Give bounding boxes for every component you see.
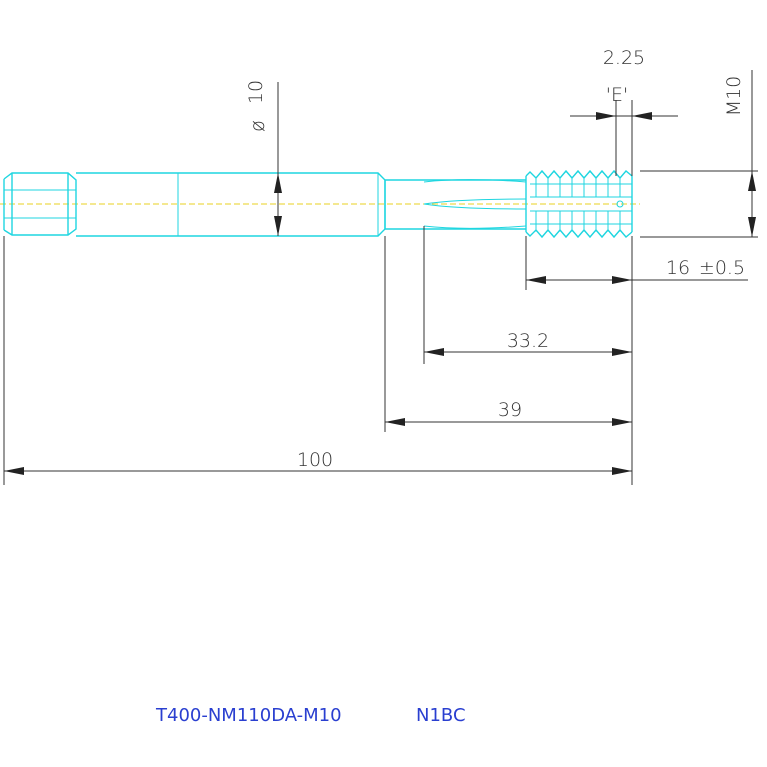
tap-outline [0, 169, 640, 239]
dim-shank-diameter: ø 10 [245, 80, 282, 236]
flute-length-label: 33.2 [507, 330, 549, 352]
part-variant: N1BC [416, 705, 466, 726]
flute-lines [423, 179, 527, 229]
dim-thread-size: M10 [723, 70, 756, 237]
diameter-symbol: ø [247, 120, 269, 132]
neck-length-label: 39 [498, 399, 522, 421]
chamfer-reference: 'E' [606, 84, 628, 106]
square-drive [3, 172, 77, 236]
chamfer-label: 2.25 [603, 47, 645, 69]
dim-thread-length: 16 ±0.5 [526, 257, 748, 284]
overall-length-label: 100 [297, 449, 333, 471]
dim-chamfer: 2.25 'E' [570, 47, 678, 176]
extension-lines [3, 170, 758, 485]
shank-diameter-label: 10 [245, 80, 267, 104]
thread-size-label: M10 [723, 76, 745, 117]
dim-neck-length: 39 [385, 399, 632, 426]
dim-overall-length: 100 [4, 449, 632, 475]
dim-flute-length: 33.2 [424, 330, 632, 356]
thread-section [525, 169, 633, 239]
thread-length-label: 16 [666, 257, 690, 279]
thread-length-tolerance: ±0.5 [699, 257, 745, 279]
part-number: T400-NM110DA-M10 [155, 705, 342, 726]
